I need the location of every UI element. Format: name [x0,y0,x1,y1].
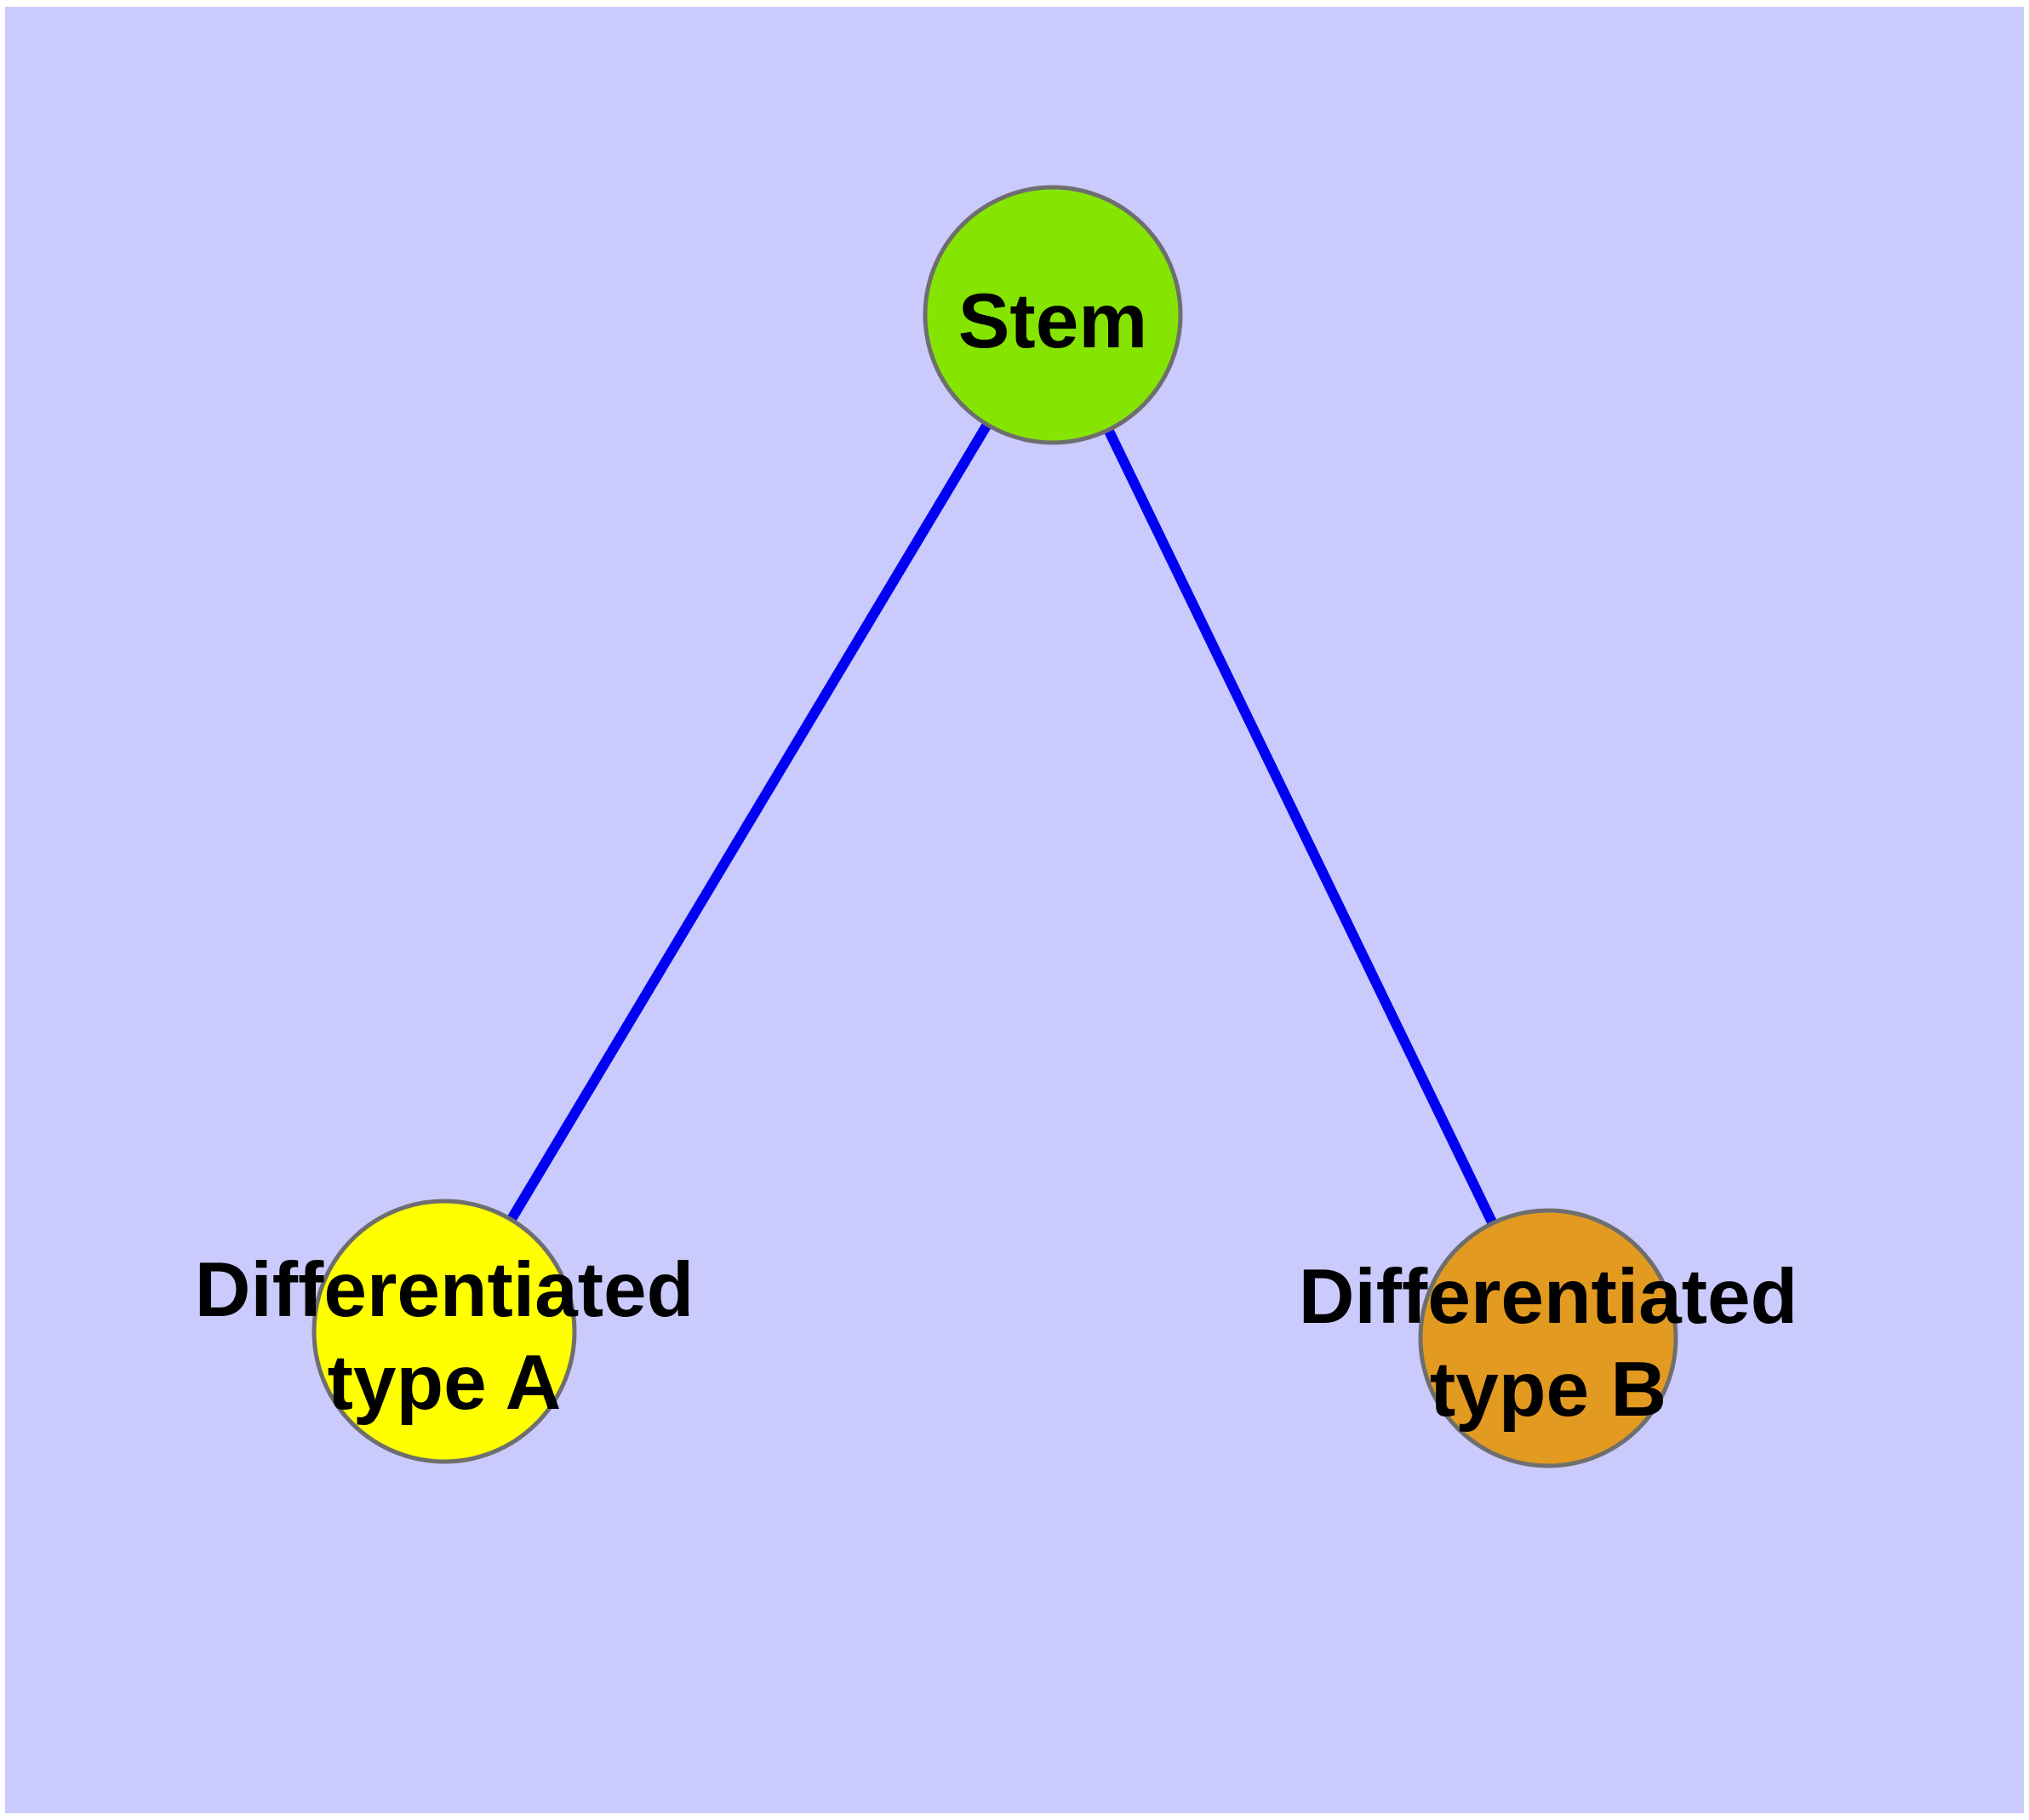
edge-stem-to-type-b [1048,312,1553,1341]
type-b-node-label-line-2: type B [1430,1347,1666,1433]
type-b-node-label-line-1: Differentiated [1299,1254,1798,1340]
type-a-node-label-line-2: type A [328,1340,562,1426]
node-differentiated-type-a: Differentiated type A [195,1199,694,1464]
node-stem: Stem [923,185,1183,445]
type-b-node-circle [1418,1208,1678,1468]
edge-stem-to-type-a [439,312,1058,1335]
stem-node-label: Stem [958,278,1148,364]
node-differentiated-type-b: Differentiated type B [1299,1208,1798,1468]
type-a-node-label-line-1: Differentiated [195,1247,694,1333]
type-a-node-circle [311,1199,577,1464]
stem-node-circle [923,185,1183,445]
